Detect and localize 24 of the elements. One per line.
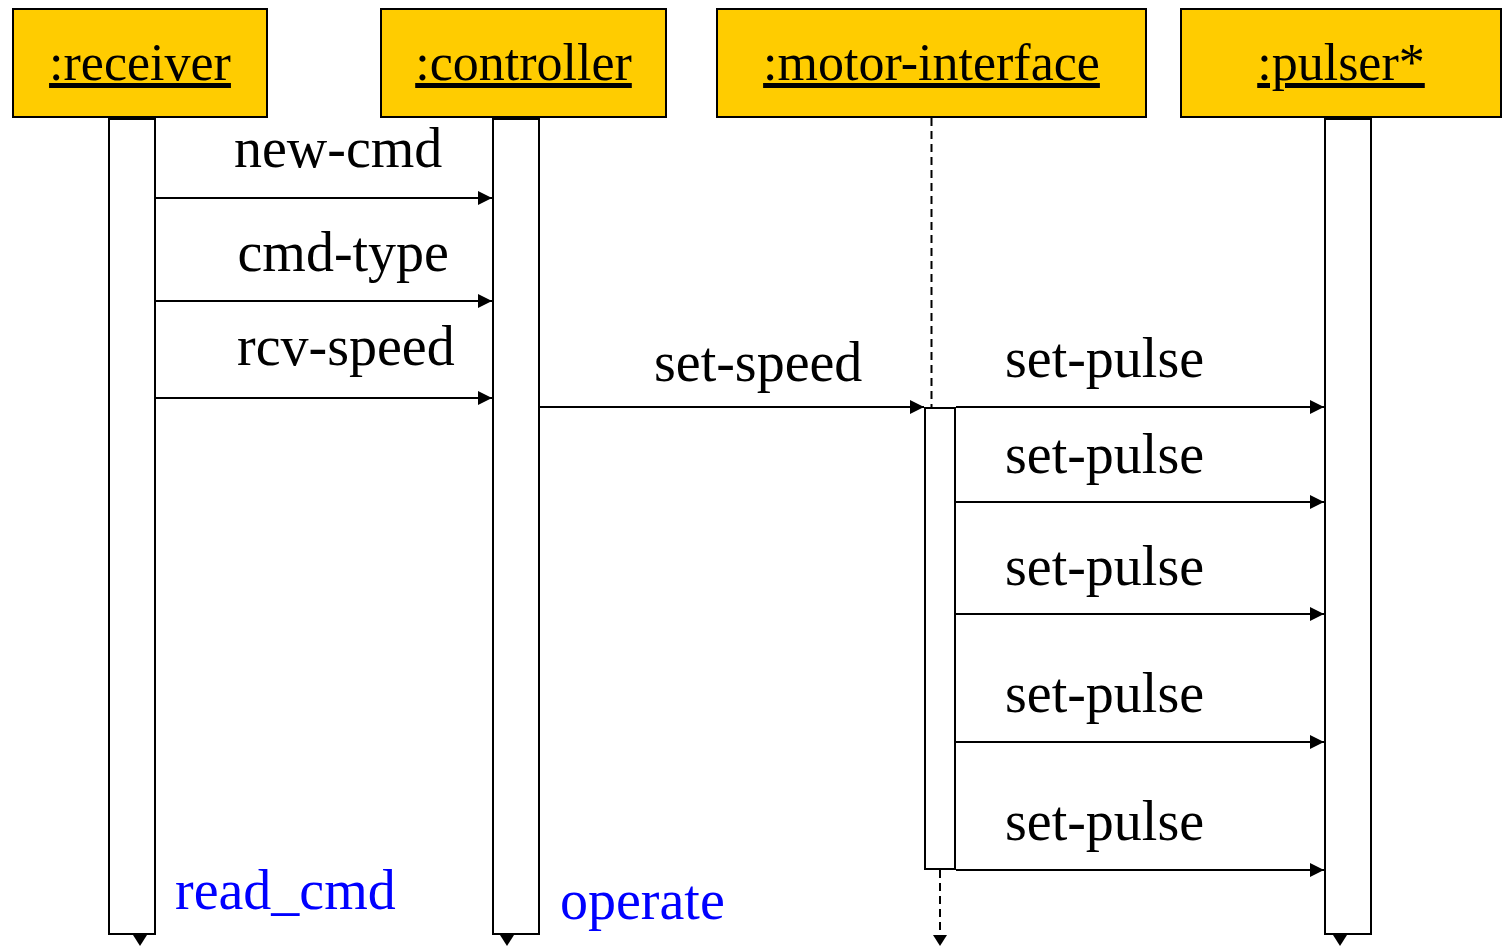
participant-box (12, 8, 268, 118)
message-arrow (955, 495, 1325, 509)
message-arrow (955, 735, 1325, 749)
message-arrow (539, 400, 925, 414)
activation-bar (1324, 118, 1372, 935)
participant-name: :pulser* (1257, 37, 1425, 89)
message-arrow (955, 400, 1325, 414)
participant-name: :motor-interface (763, 37, 1100, 89)
state-label: read_cmd (175, 862, 396, 918)
edge-label: new-cmd (234, 120, 443, 176)
participant-box (1180, 8, 1502, 118)
participant-name: :controller (415, 37, 632, 89)
participant-box (380, 8, 667, 118)
message-arrow (155, 191, 493, 205)
message-arrow (155, 391, 493, 405)
activation-bar (108, 118, 156, 935)
participant-name: :receiver (49, 37, 231, 89)
participant-box (716, 8, 1147, 118)
lifeline (930, 117, 933, 408)
activation-bar (492, 118, 540, 935)
message-arrow (155, 294, 493, 308)
message-arrow (955, 863, 1325, 877)
activation-bar (924, 407, 956, 870)
message-arrow (955, 607, 1325, 621)
